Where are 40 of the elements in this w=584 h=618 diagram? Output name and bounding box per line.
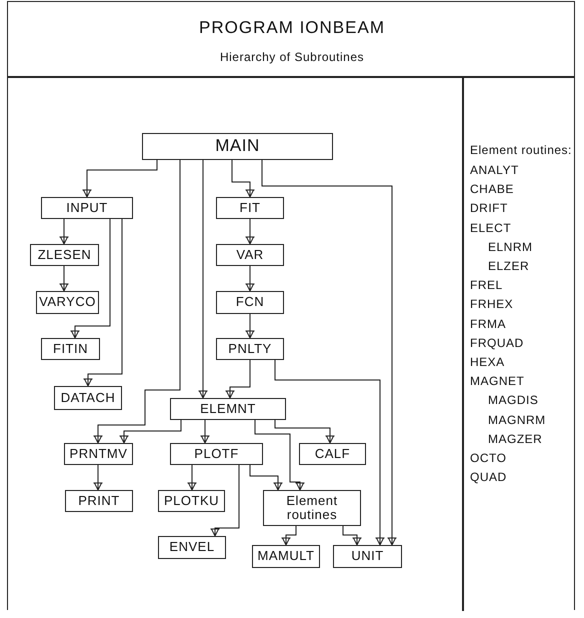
routine-box: ZLESEN [30,244,99,266]
routine-box: PRINT [65,490,133,512]
routine-box: FITIN [41,338,100,360]
routine-name: OCTO [470,451,506,465]
routine-name: HEXA [470,355,505,369]
routine-name: FREL [470,278,503,292]
list-heading: Element routines: [470,143,572,157]
routine-box: PRNTMV [64,443,133,465]
routine-box: INPUT [41,197,133,219]
routine-box: Element routines [263,490,361,526]
subtitle: Hierarchy of Subroutines [218,50,366,64]
routine-box: CALF [299,443,366,465]
routine-box: PLOTKU [158,490,225,512]
routine-name: CHABE [470,182,514,196]
routine-box: DATACH [54,386,122,410]
routine-name: QUAD [470,470,507,484]
routine-name: FRQUAD [470,336,524,350]
routine-name: MAGDIS [488,393,538,408]
routine-name: ELNRM [488,240,533,254]
title: PROGRAM IONBEAM [198,18,386,38]
routine-box: PLOTF [170,443,263,465]
routine-box: VAR [216,244,284,266]
routine-name: FRHEX [470,297,514,312]
routine-box: FIT [216,197,284,219]
routine-name: ANALYT [470,163,519,177]
routine-name: MAGNRM [488,412,546,427]
routine-box: PNLTY [216,338,284,360]
routine-name: ELECT [470,220,512,235]
routine-box: VARYCO [36,291,99,314]
routine-name: MAGNET [470,374,524,388]
routine-name: ELZER [488,259,530,273]
routine-box: ELEMNT [170,398,286,420]
routine-box: MAIN [142,133,333,160]
routine-name: DRIFT [470,201,508,216]
routine-box: ENVEL [158,536,226,559]
routine-box: UNIT [333,545,402,568]
routine-name: MAGZER [488,432,542,446]
routine-box: FCN [216,291,284,314]
routine-name: FRMA [470,316,506,331]
routine-box: MAMULT [252,545,320,568]
